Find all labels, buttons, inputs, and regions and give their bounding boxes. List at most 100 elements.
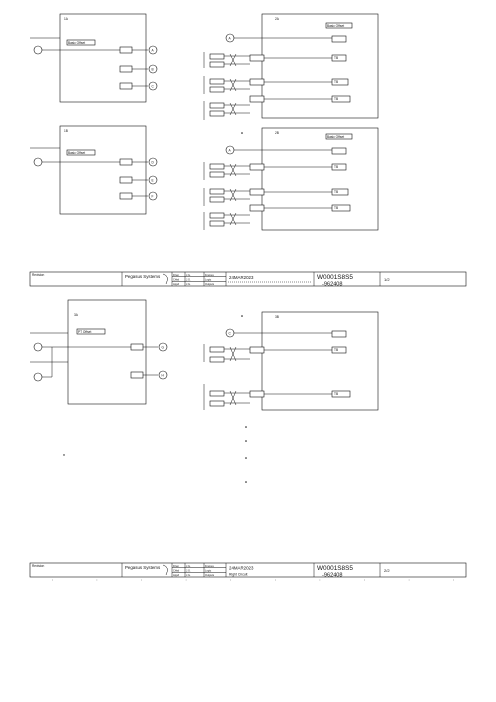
output-terminal — [119, 158, 133, 166]
terminal — [331, 390, 351, 398]
output-terminal — [119, 82, 133, 90]
output-terminal — [119, 176, 133, 184]
controller-box — [59, 125, 147, 215]
tb-row-key: Appd — [173, 573, 180, 577]
svg-text:2A: 2A — [275, 17, 280, 21]
sensor-element — [209, 346, 225, 353]
output-tag: A — [152, 49, 155, 53]
output-terminal — [119, 192, 133, 200]
input-tag: A — [229, 149, 232, 153]
company-name: Pegasus Systems — [125, 565, 161, 570]
sensor-element — [209, 400, 225, 407]
box-label — [66, 149, 96, 156]
terminal — [331, 54, 347, 62]
tb-row-val: J.G. — [186, 564, 191, 568]
output-tag: D — [152, 161, 155, 165]
input-tag: A — [229, 37, 232, 41]
terminal — [331, 330, 347, 338]
sensor-element — [209, 110, 225, 117]
controller-box — [67, 299, 147, 405]
controller-box — [261, 311, 379, 411]
relay — [249, 188, 265, 196]
tb-row-val: J.G. — [186, 573, 191, 577]
sensor-element — [209, 196, 225, 203]
terminal-label: TB — [334, 392, 338, 396]
box-label-text: Basic Offset — [327, 24, 344, 28]
sensor-element — [209, 102, 225, 109]
controller-box — [261, 127, 379, 231]
sensor-element — [209, 61, 225, 68]
terminal-label: TB — [334, 206, 338, 210]
terminal — [331, 78, 349, 86]
relay — [249, 204, 265, 212]
svg-text:Revision: Revision — [32, 564, 44, 568]
box-label-text: Basic Offset — [68, 151, 85, 155]
terminal-label: TB — [334, 348, 338, 352]
output-tag: G — [162, 346, 165, 350]
controller-box — [261, 13, 379, 119]
terminal-label: TB — [334, 190, 338, 194]
output-terminal — [130, 371, 144, 379]
company-logo — [162, 564, 168, 576]
tb-row-key: Drwn — [173, 564, 180, 568]
drawing-number: W0001S8S5 — [317, 565, 353, 572]
relay — [249, 163, 265, 171]
output-tag-node — [148, 175, 158, 185]
sensor-element — [209, 78, 225, 85]
output-tag-node — [158, 370, 168, 380]
tb-row-key: Chkd — [173, 568, 180, 572]
sensor-element — [209, 86, 225, 93]
relay — [249, 390, 265, 398]
p2-right-block: 3B C TB TB — [203, 132, 379, 483]
tb-row-val: J.G. — [186, 282, 191, 286]
svg-text:Revision: Revision — [32, 273, 44, 277]
input-node — [33, 45, 43, 55]
output-tag-node — [148, 45, 158, 55]
tb-row-note: Frames — [205, 564, 214, 568]
drawing-date: 24MAR2023 — [229, 566, 254, 571]
drawing-number: W0001S8S5 — [317, 274, 353, 281]
company-logo — [162, 273, 168, 285]
output-tag: E — [152, 179, 154, 183]
drawing-date: 24MAR2023 — [229, 275, 254, 280]
box-label — [66, 39, 96, 46]
output-tag: B — [152, 68, 154, 72]
output-tag-node — [148, 157, 158, 167]
tb-row-note: Outputs — [205, 573, 215, 577]
output-tag: F — [152, 195, 154, 199]
terminal — [331, 35, 347, 43]
tb-row-val: J.G. — [186, 568, 191, 572]
output-terminal — [119, 65, 133, 73]
tb-row-note: Logic — [205, 277, 212, 281]
sheet-number: 2/2 — [384, 568, 390, 573]
left-top-block: 1A Basic Offset A B C — [30, 13, 158, 103]
svg-text:3B: 3B — [275, 315, 279, 319]
terminal-label: TB — [334, 80, 338, 84]
tb-row-val: J.G. — [186, 273, 191, 277]
output-tag: H — [162, 374, 165, 378]
sensor-element — [209, 171, 225, 178]
terminal-label: TB — [334, 56, 338, 60]
output-tag-node — [148, 191, 158, 201]
box-label-text: Basic Offset — [327, 135, 344, 139]
terminal-label: TB — [334, 97, 338, 101]
sensor-element — [209, 390, 225, 397]
output-tag-node — [148, 81, 158, 91]
output-terminal — [130, 343, 144, 351]
relay — [249, 54, 265, 62]
tb-row-val: J.G. — [186, 277, 191, 281]
tb-row-key: Appd — [173, 282, 180, 286]
output-tag-node — [148, 64, 158, 74]
input-node — [33, 157, 43, 167]
company-name: Pegasus Systems — [125, 274, 161, 279]
p2-left-block: 3A PT Offset G H — [30, 299, 168, 456]
sheet-number: 1/2 — [384, 277, 390, 282]
title-block-page2: Revision Pegasus Systems Drwn J.G. Frame… — [29, 562, 478, 581]
tb-row-note: Frames — [205, 273, 214, 277]
right-top-block: 2A Basic Offset A TB TB TB — [203, 13, 379, 120]
output-tag-node — [158, 342, 168, 352]
output-tag: C — [152, 85, 155, 89]
box-label-text: PT Offset — [78, 330, 91, 334]
right-bottom-block: 2B Basic Offset A TB TB TB — [203, 127, 379, 231]
drawing-revision: -962408 — [322, 573, 343, 579]
